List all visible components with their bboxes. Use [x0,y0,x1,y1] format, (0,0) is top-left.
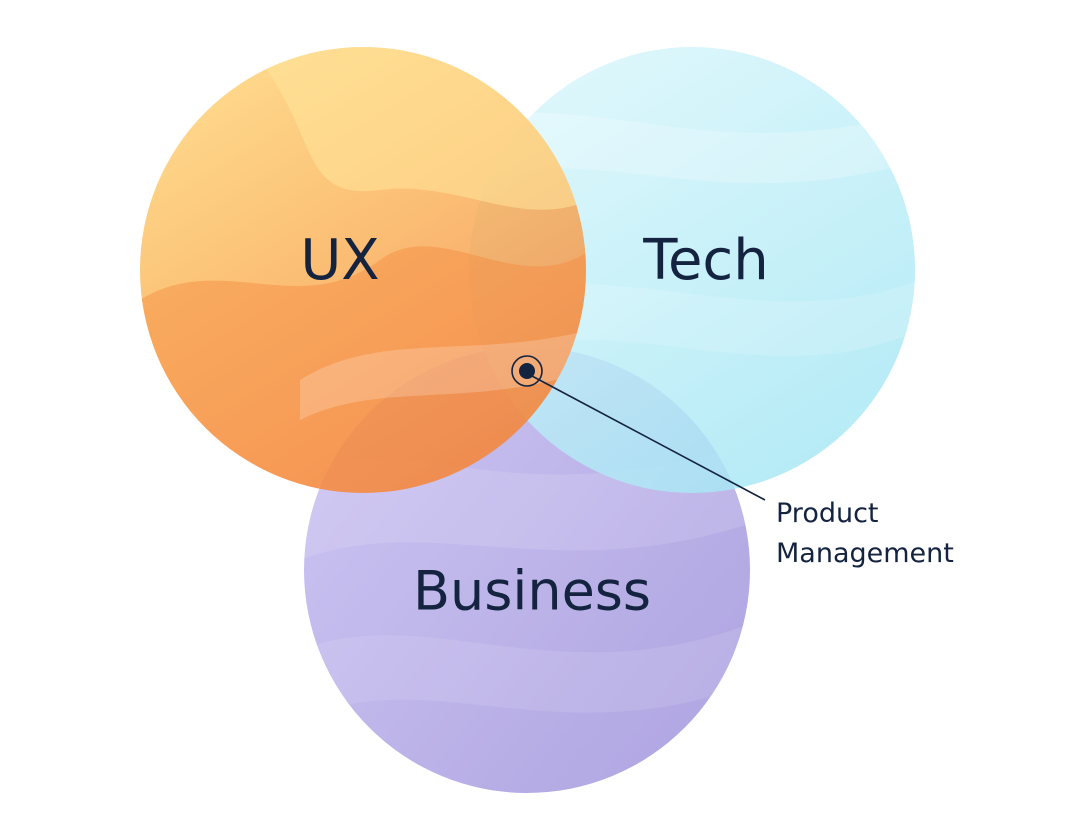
business-label: Business [413,560,651,623]
intersection-marker [511,355,543,387]
product-management-label-line1: Product [776,498,879,529]
callout-line [531,375,766,501]
ux-label: UX [300,228,379,293]
product-management-label-line2: Management [776,538,954,569]
tech-circle [469,47,915,493]
tech-label: Tech [642,228,768,293]
